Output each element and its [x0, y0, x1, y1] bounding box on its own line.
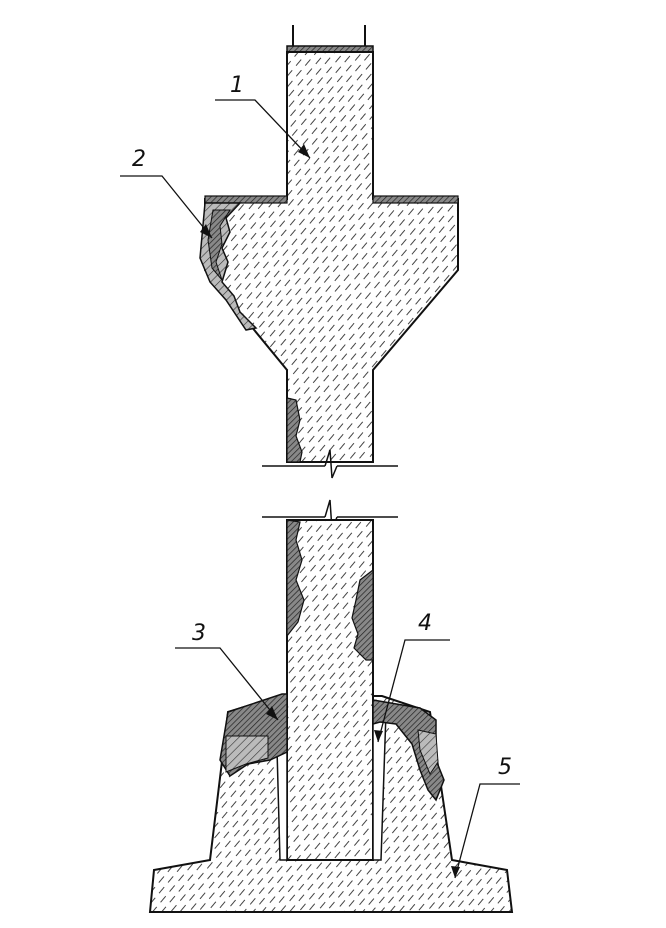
arrowhead-2	[200, 224, 212, 238]
repair-strip-upper-left	[286, 397, 303, 463]
column-top-cap	[286, 25, 374, 53]
callout-3: 3	[192, 621, 206, 646]
leader-3	[175, 647, 279, 721]
leader-4	[377, 639, 450, 743]
capital-top-band-right	[372, 195, 459, 204]
repair-patch-lower-right	[351, 568, 374, 661]
repair-socket-right-layers	[417, 729, 439, 776]
column-upper-body	[204, 51, 459, 463]
capital-top-band-left	[204, 195, 288, 204]
callout-4: 4	[418, 611, 432, 636]
arrowhead-3	[266, 706, 278, 720]
column-lower-body	[286, 519, 374, 861]
repair-socket-left-layers	[225, 735, 269, 773]
break-line-top	[262, 449, 398, 479]
repair-strip-lower-left	[286, 519, 305, 638]
callout-1: 1	[230, 73, 244, 98]
leader-1	[215, 99, 311, 159]
leader-2	[120, 175, 213, 239]
arrowhead-1	[298, 144, 310, 158]
callout-2: 2	[132, 147, 146, 172]
repair-coating-capital-inner	[207, 209, 231, 281]
arrowhead-5	[451, 866, 460, 878]
arrowhead-4	[374, 730, 383, 742]
leader-5	[454, 783, 520, 879]
repair-socket-right	[372, 699, 445, 802]
callout-5: 5	[498, 755, 512, 780]
